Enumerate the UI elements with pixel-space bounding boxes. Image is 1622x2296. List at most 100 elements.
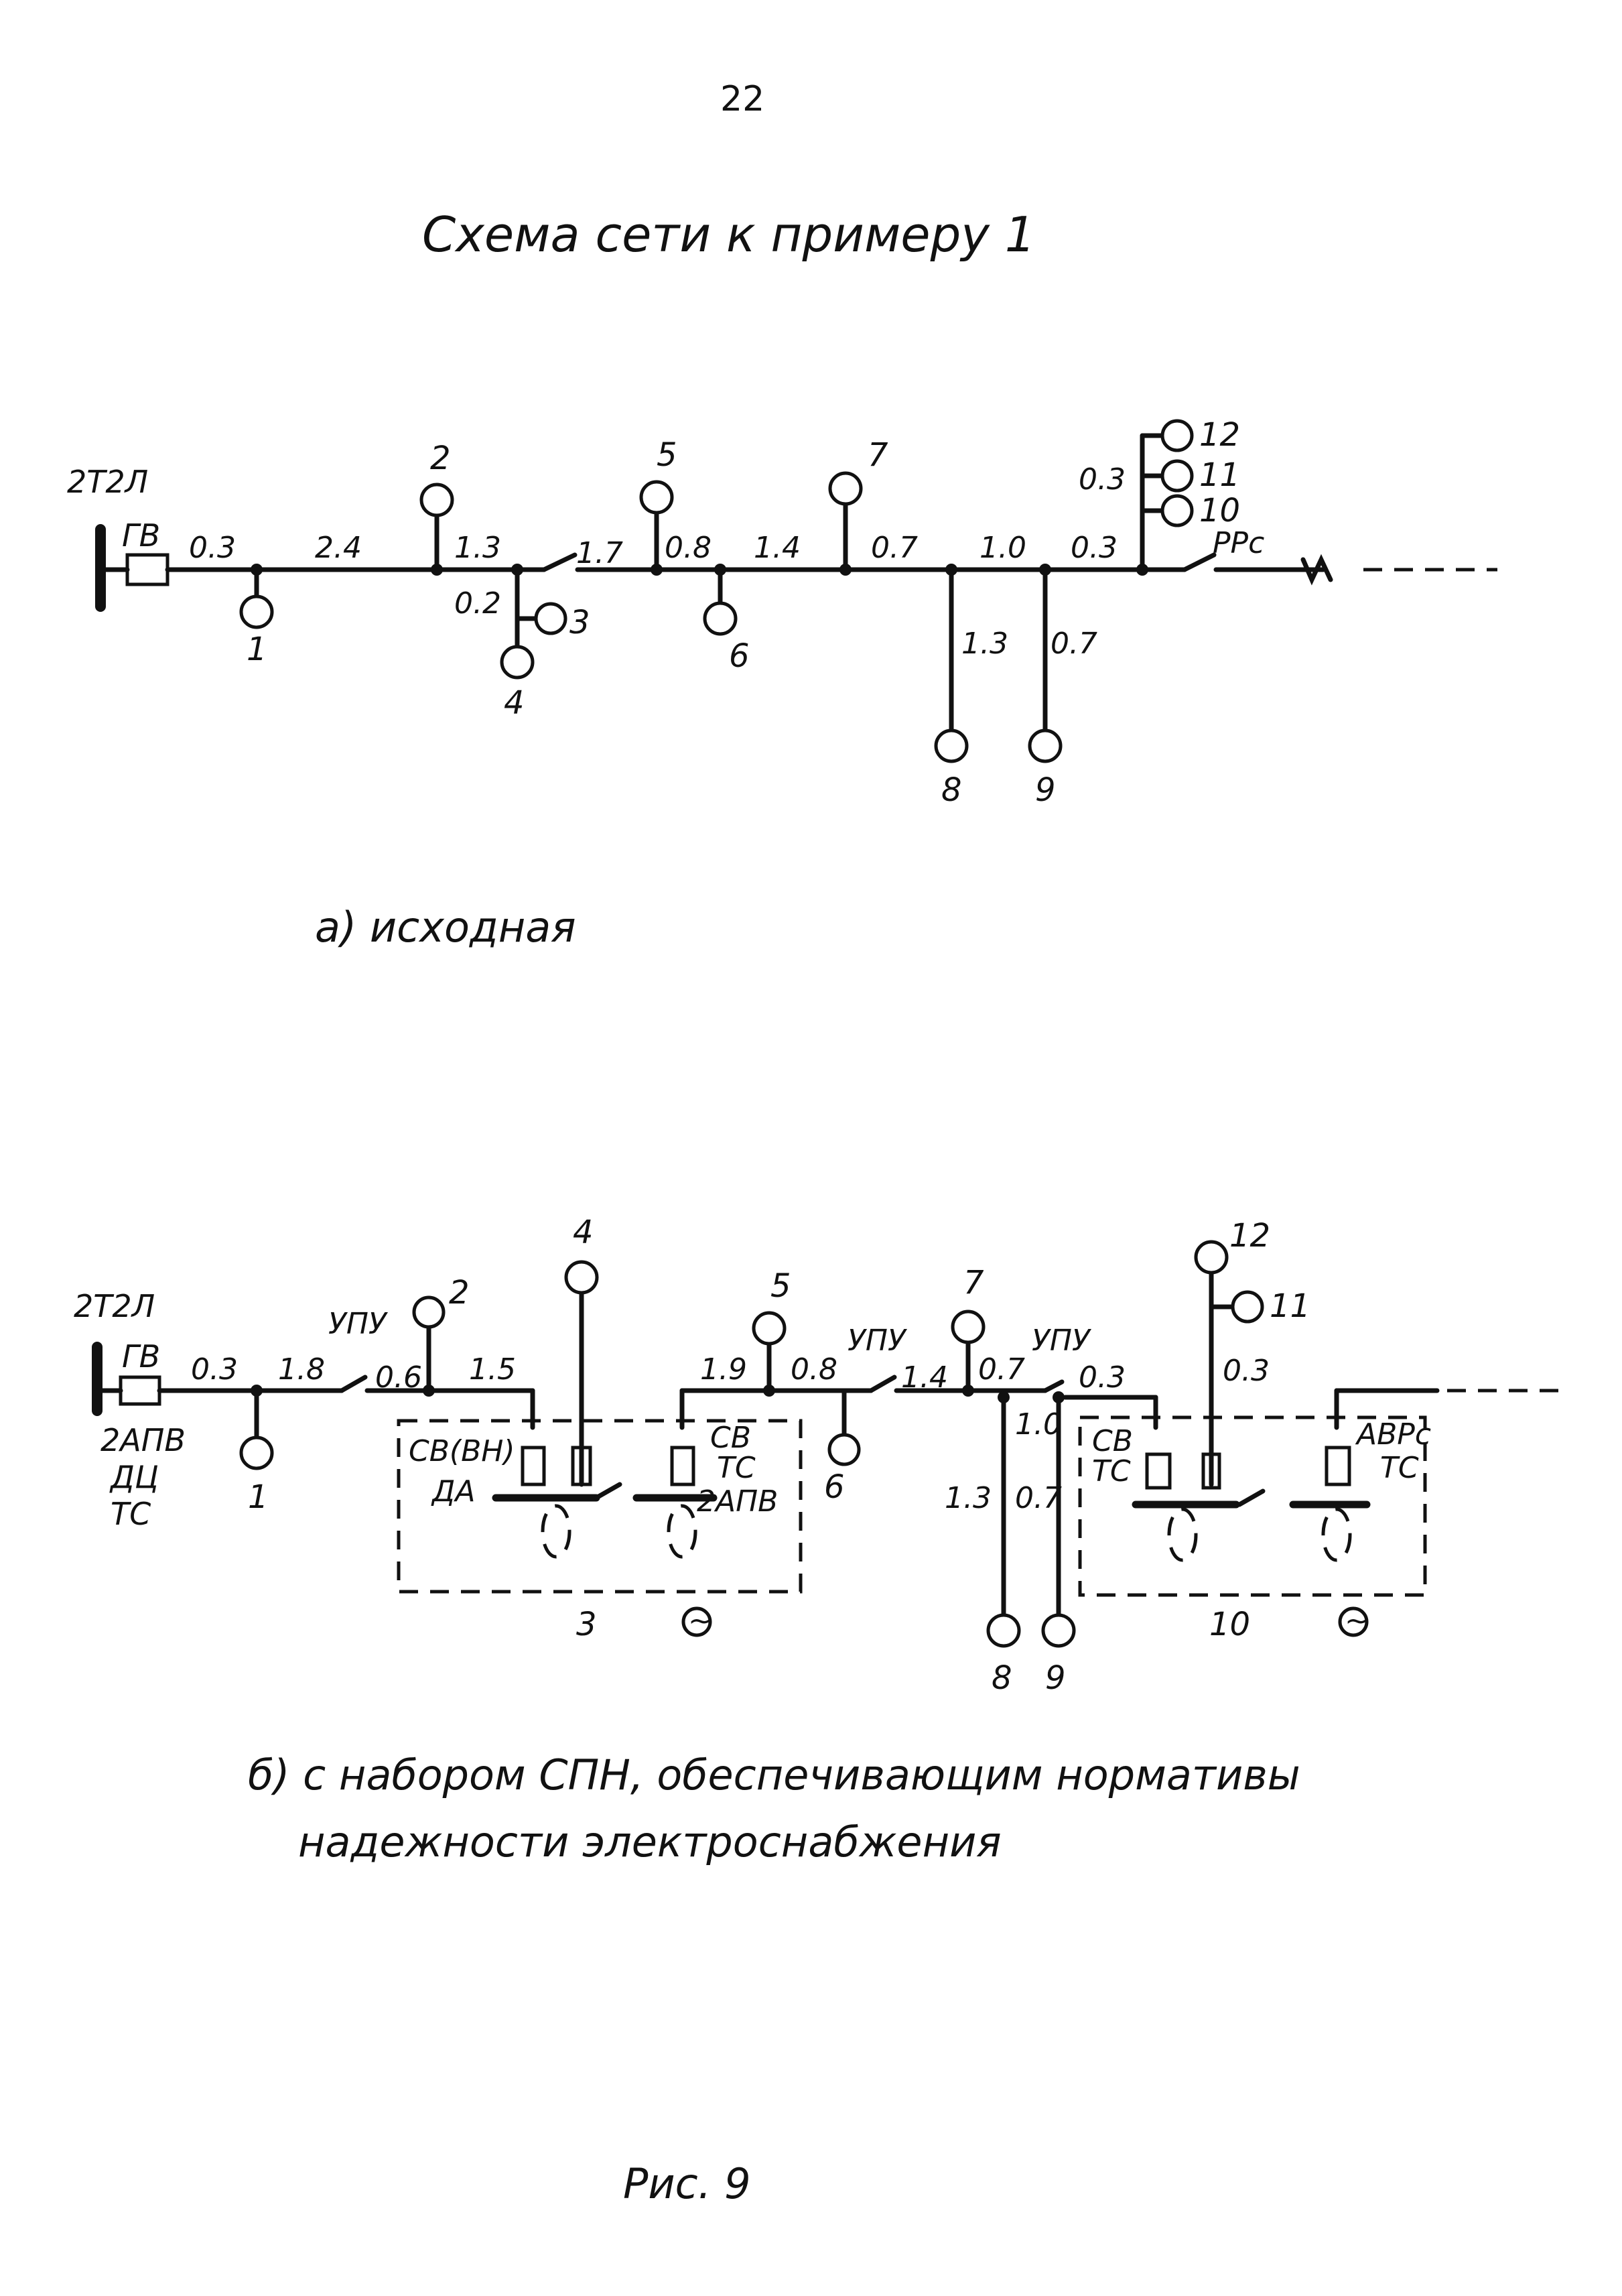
substation-10-boundary bbox=[1078, 1415, 1427, 1597]
sub10-generator-symbol: ~ bbox=[1345, 1604, 1369, 1638]
consumer-b-11-label: 11 bbox=[1270, 1287, 1310, 1325]
segment-a-2: 2.4 bbox=[315, 531, 362, 565]
consumer-a-9 bbox=[1028, 728, 1063, 763]
substation-3: СВ(ВН) ДА СВ ТС 2АПВ 3 ~ bbox=[397, 1419, 803, 1643]
consumer-b-4 bbox=[564, 1260, 599, 1295]
sub3-generator-icon bbox=[681, 1606, 712, 1637]
caption-b-line2: надежности электроснабжения bbox=[298, 1817, 1002, 1866]
consumer-a-6-label: 6 bbox=[729, 637, 750, 675]
consumer-a-5-label: 5 bbox=[657, 436, 677, 474]
consumer-b-2 bbox=[412, 1295, 446, 1329]
consumer-a-11 bbox=[1160, 459, 1194, 493]
sub3-section-switch bbox=[594, 1482, 622, 1501]
segment-a-8: 0.7 bbox=[871, 531, 918, 565]
sub10-label-2: ТС bbox=[1092, 1454, 1131, 1488]
breaker-label-b: ГВ bbox=[122, 1338, 160, 1375]
segment-a-4: 0.2 bbox=[454, 586, 501, 621]
sub3-breaker-2 bbox=[670, 1446, 695, 1486]
consumer-a-5 bbox=[639, 480, 674, 515]
segment-a-12: 0.7 bbox=[1051, 627, 1097, 661]
segment-a-13: 0.3 bbox=[1079, 462, 1126, 497]
consumer-b-9-label: 9 bbox=[1045, 1659, 1066, 1697]
sub10-section-switch bbox=[1237, 1488, 1266, 1507]
segment-b-11: 1.3 bbox=[945, 1481, 992, 1515]
sub10-generator-icon bbox=[1338, 1606, 1369, 1637]
consumer-b-1-label: 1 bbox=[248, 1478, 269, 1516]
scheme-b: 2Т2Л ГВ 2АПВ ДЦ ТС bbox=[74, 1214, 1561, 1866]
source-device-3: ТС bbox=[111, 1496, 151, 1532]
substation-10: СВ ТС АВРс ТС 10 ~ bbox=[1078, 1415, 1431, 1643]
sub3-breaker-1 bbox=[521, 1446, 546, 1486]
consumer-b-1 bbox=[239, 1436, 274, 1470]
consumer-a-7 bbox=[828, 471, 863, 506]
segment-a-7: 1.4 bbox=[754, 531, 801, 565]
consumer-b-6-label: 6 bbox=[824, 1468, 845, 1506]
consumer-b-7 bbox=[951, 1310, 986, 1344]
consumer-a-9-label: 9 bbox=[1035, 771, 1056, 809]
consumer-a-4-label: 4 bbox=[504, 684, 525, 722]
disconnector-2-a bbox=[1182, 552, 1217, 572]
sub3-transformer-1 bbox=[541, 1504, 571, 1559]
consumer-a-4 bbox=[500, 645, 535, 680]
segment-b-7: 1.4 bbox=[901, 1360, 948, 1395]
consumer-a-6 bbox=[703, 601, 738, 636]
upu-1-b bbox=[339, 1375, 368, 1393]
segment-a-5: 1.7 bbox=[576, 536, 623, 570]
diagram-title: Схема сети к примеру 1 bbox=[422, 206, 1036, 263]
segment-b-1: 0.3 bbox=[191, 1352, 238, 1387]
sub3-generator-symbol: ~ bbox=[688, 1604, 713, 1638]
source-device-1: 2АПВ bbox=[100, 1422, 186, 1458]
sub3-label-2: ДА bbox=[431, 1474, 475, 1509]
segment-b-9: 0.3 bbox=[1079, 1360, 1126, 1395]
upu-label-1: УПУ bbox=[328, 1307, 389, 1341]
consumer-b-6 bbox=[827, 1433, 861, 1466]
consumer-b-8 bbox=[986, 1613, 1021, 1648]
sub10-breaker-1 bbox=[1145, 1452, 1172, 1490]
segment-b-2: 1.8 bbox=[278, 1352, 325, 1387]
sub10-number: 10 bbox=[1209, 1606, 1250, 1643]
end-device-label-a: РРс bbox=[1213, 526, 1264, 560]
segment-a-11: 1.3 bbox=[961, 627, 1008, 661]
sub3-fuse bbox=[571, 1446, 592, 1486]
figure-caption: Рис. 9 bbox=[623, 2159, 751, 2208]
sub10-transformer-1 bbox=[1167, 1507, 1198, 1562]
segment-b-3: 0.6 bbox=[375, 1360, 422, 1395]
substation-3-boundary bbox=[397, 1419, 803, 1594]
consumer-b-5-label: 5 bbox=[770, 1267, 791, 1305]
segment-a-10: 0.3 bbox=[1071, 531, 1118, 565]
sub10-breaker-2 bbox=[1325, 1446, 1351, 1486]
consumer-b-8-label: 8 bbox=[992, 1659, 1012, 1697]
sub10-label-3: АВРс bbox=[1355, 1417, 1431, 1452]
consumer-a-11-label: 11 bbox=[1199, 456, 1240, 494]
consumer-a-8-label: 8 bbox=[941, 771, 962, 809]
sub3-label-1: СВ(ВН) bbox=[409, 1434, 515, 1468]
consumer-b-12 bbox=[1194, 1240, 1229, 1275]
consumer-b-7-label: 7 bbox=[963, 1264, 984, 1301]
consumer-a-2 bbox=[419, 483, 454, 517]
sub10-fuse bbox=[1201, 1452, 1221, 1490]
breaker-label-a: ГВ bbox=[122, 517, 160, 554]
sub10-label-4: ТС bbox=[1380, 1451, 1419, 1485]
upu-label-3: УПУ bbox=[1032, 1324, 1092, 1358]
consumer-b-9 bbox=[1041, 1613, 1076, 1648]
segment-a-9: 1.0 bbox=[979, 531, 1026, 565]
upu-2-b bbox=[868, 1375, 897, 1393]
line-end-symbol-a bbox=[1300, 554, 1333, 586]
segment-b-5: 1.9 bbox=[700, 1352, 747, 1387]
sub3-number: 3 bbox=[576, 1606, 597, 1643]
page-number: 22 bbox=[720, 79, 764, 119]
segment-a-3: 1.3 bbox=[454, 531, 501, 565]
source-label-b: 2Т2Л bbox=[74, 1288, 155, 1324]
consumer-a-10-label: 10 bbox=[1199, 492, 1240, 529]
segment-b-10: 1.0 bbox=[1015, 1407, 1062, 1442]
consumer-b-12-label: 12 bbox=[1229, 1217, 1270, 1255]
segment-b-12: 0.7 bbox=[1015, 1481, 1062, 1515]
breaker-gv-a bbox=[125, 553, 170, 586]
consumer-a-10 bbox=[1160, 494, 1194, 527]
consumer-a-1 bbox=[239, 594, 274, 629]
consumer-a-3-label: 3 bbox=[569, 604, 590, 641]
consumer-a-7-label: 7 bbox=[868, 436, 888, 474]
consumer-a-12-label: 12 bbox=[1199, 416, 1240, 454]
source-device-2: ДЦ bbox=[109, 1459, 159, 1495]
segment-b-4: 1.5 bbox=[469, 1352, 516, 1387]
